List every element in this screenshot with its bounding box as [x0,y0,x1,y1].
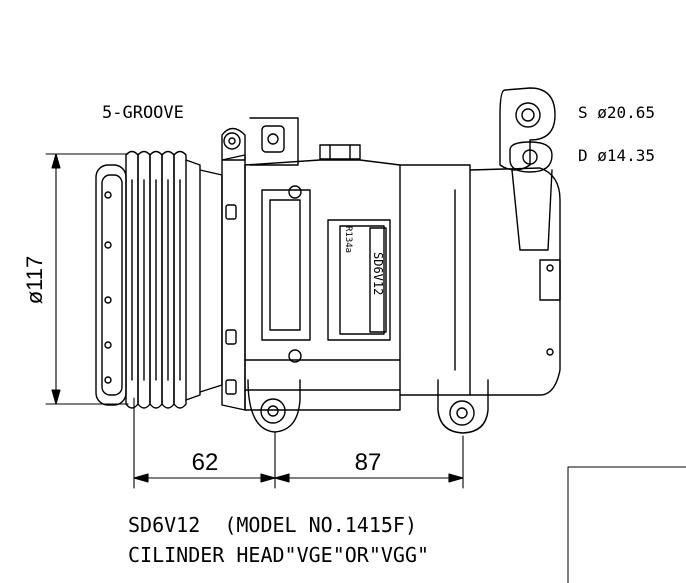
caption-line-2: CILINDER HEAD"VGE"OR"VGG" [128,543,429,567]
cylinder-head [399,87,561,396]
dimension-87: 87 [355,449,382,476]
groove-label: 5-GROOVE [102,103,184,123]
diameter-label: ø117 [22,256,47,305]
front-housing [221,127,246,411]
cylinder-body [244,117,401,411]
dimension-62: 62 [192,449,219,476]
plate-model-text: SD6V12 [371,252,385,295]
suction-port-label: S ø20.65 [578,103,655,122]
diameter-dimension [45,153,129,405]
length-dimension [133,397,464,489]
pulley [95,150,223,409]
mounting-feet [247,379,489,434]
name-plate [327,219,391,341]
plate-refrigerant-text: R134a [343,226,353,253]
caption-line-1: SD6V12 (MODEL NO.1415F) [128,513,417,537]
frame-border [567,466,686,583]
discharge-port-label: D ø14.35 [578,146,655,165]
